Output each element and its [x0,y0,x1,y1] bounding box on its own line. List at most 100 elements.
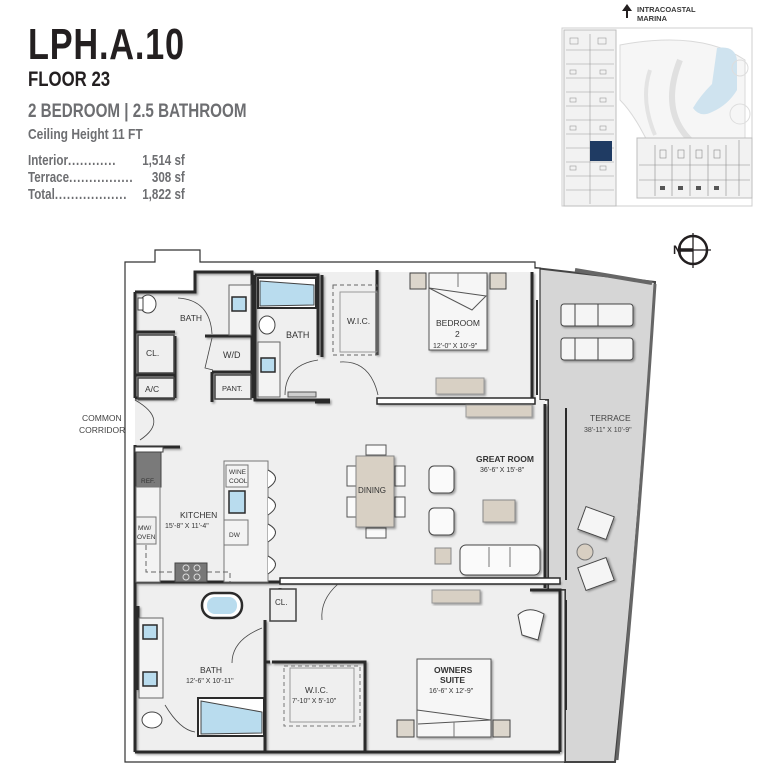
label-bath-owner-dims: 12'-6" X 10'-11" [186,678,234,685]
unit-name: LPH.A.10 [28,20,185,69]
nightstand-icon [409,272,427,290]
sink-icon [228,490,246,514]
lounge-chair-icon [560,303,634,327]
label-wine-line2: COOL [229,478,248,485]
label-bath-half: BATH [180,313,202,323]
side-table-icon [576,543,594,561]
area-label: Terrace [28,170,70,186]
area-label: Interior [28,153,68,169]
area-value: 1,514 sf [142,153,185,169]
label-wine-line1: WINE [229,469,247,476]
label-dw: DW [229,532,241,539]
sink-icon [231,296,247,312]
terrace-furniture [560,303,634,592]
label-dining: DINING [358,486,386,495]
shower-icon [259,280,315,307]
nightstand-icon [396,719,415,738]
area-leader: ................ [69,170,134,186]
owners-suite [321,583,545,738]
label-bedroom2-dims: 12'-0" X 10'-9" [433,343,478,350]
label-mw-line2: OVEN [137,534,156,541]
bathtub-icon [207,597,237,614]
keyplan-label-line1: INTRACOASTAL [637,5,696,14]
area-label: Total [28,187,55,203]
unit-header: LPH.A.10 FLOOR 23 2 BEDROOM | 2.5 BATHRO… [28,22,301,204]
label-owners-line2: SUITE [440,675,465,685]
label-ref: REF. [141,478,155,485]
accent-chair-icon [517,609,545,641]
dresser-icon [435,377,485,395]
label-bath-owner-name: BATH [200,665,222,675]
armchair-icon [577,505,615,541]
label-terrace-name: TERRACE [590,413,631,423]
label-wic-guest: W.I.C. [347,316,370,326]
label-mw-line1: MW/ [138,525,152,532]
compass: N [673,233,711,268]
floor-number: FLOOR 23 [28,68,111,91]
area-row-total: Total .................. 1,822 sf [28,187,185,204]
guest-bath [257,277,319,398]
label-kitchen-name: KITCHEN [180,510,217,520]
label-kitchen-dims: 15'-8" X 11'-4" [165,523,209,530]
kitchen [134,446,276,583]
label-great-room-name: GREAT ROOM [476,454,534,464]
label-bath-guest: BATH [286,330,309,340]
ceiling-height: Ceiling Height 11 FT [28,126,143,143]
console-icon [465,404,533,418]
cooktop-icon [174,562,208,583]
label-owners-dims: 16'-6" X 12'-9" [429,688,474,695]
label-closet-1: CL. [146,348,159,358]
area-table: Interior ............ 1,514 sf Terrace .… [28,153,246,204]
key-plan: INTRACOASTAL MARINA [561,4,753,207]
south-building [636,137,753,199]
sofa-icon [459,544,541,576]
half-bath [137,284,252,336]
sink-icon [142,671,158,687]
armchair-icon [428,507,455,536]
coffee-table-icon [482,499,516,523]
refrigerator-icon [135,451,162,488]
label-bedroom2-num: 2 [455,329,460,339]
owner-bath [138,588,297,737]
label-wd: W/D [223,350,241,360]
sink-icon [260,357,276,373]
highlighted-unit [590,141,612,161]
label-pantry: PANT. [222,384,243,393]
label-great-room-dims: 36'-6" X 15'-8" [480,467,525,474]
compass-north-label: N [673,243,682,257]
label-wic-owner-name: W.I.C. [305,685,328,695]
armchair-icon [577,556,615,592]
dining-set [346,444,406,539]
shower-icon [200,700,263,735]
area-leader: .................. [54,187,128,203]
windows [536,300,567,710]
compass-icon [677,233,711,268]
bed-bath-summary: 2 BEDROOM | 2.5 BATHROOM [28,101,247,122]
label-corridor-line1: COMMON [82,413,122,423]
label-closet-2: CL. [275,598,287,607]
label-bedroom2-name: BEDROOM [436,318,480,328]
bedroom-2 [409,272,533,418]
armchair-icon [428,465,455,494]
label-wic-owner-dims: 7'-10" X 5'-10" [292,698,337,705]
sink-icon [142,624,158,640]
nightstand-icon [492,719,511,738]
dining-table-icon [355,455,395,528]
label-corridor-line2: CORRIDOR [79,425,125,435]
pool [693,47,737,115]
nightstand-icon [489,272,507,290]
area-leader: ............ [67,153,117,169]
area-value: 1,822 sf [142,187,185,203]
area-value: 308 sf [151,170,185,186]
area-row-interior: Interior ............ 1,514 sf [28,153,185,170]
north-arrow-icon [622,4,632,18]
label-terrace-dims: 38'-11" X 10'-9" [584,427,632,434]
label-ac: A/C [145,384,159,394]
side-table-icon [434,547,452,565]
lounge-chair-icon [560,337,634,361]
area-row-terrace: Terrace ................ 308 sf [28,170,185,187]
keyplan-label-line2: MARINA [637,14,668,23]
label-owners-line1: OWNERS [434,665,473,675]
living-furniture [428,465,541,604]
